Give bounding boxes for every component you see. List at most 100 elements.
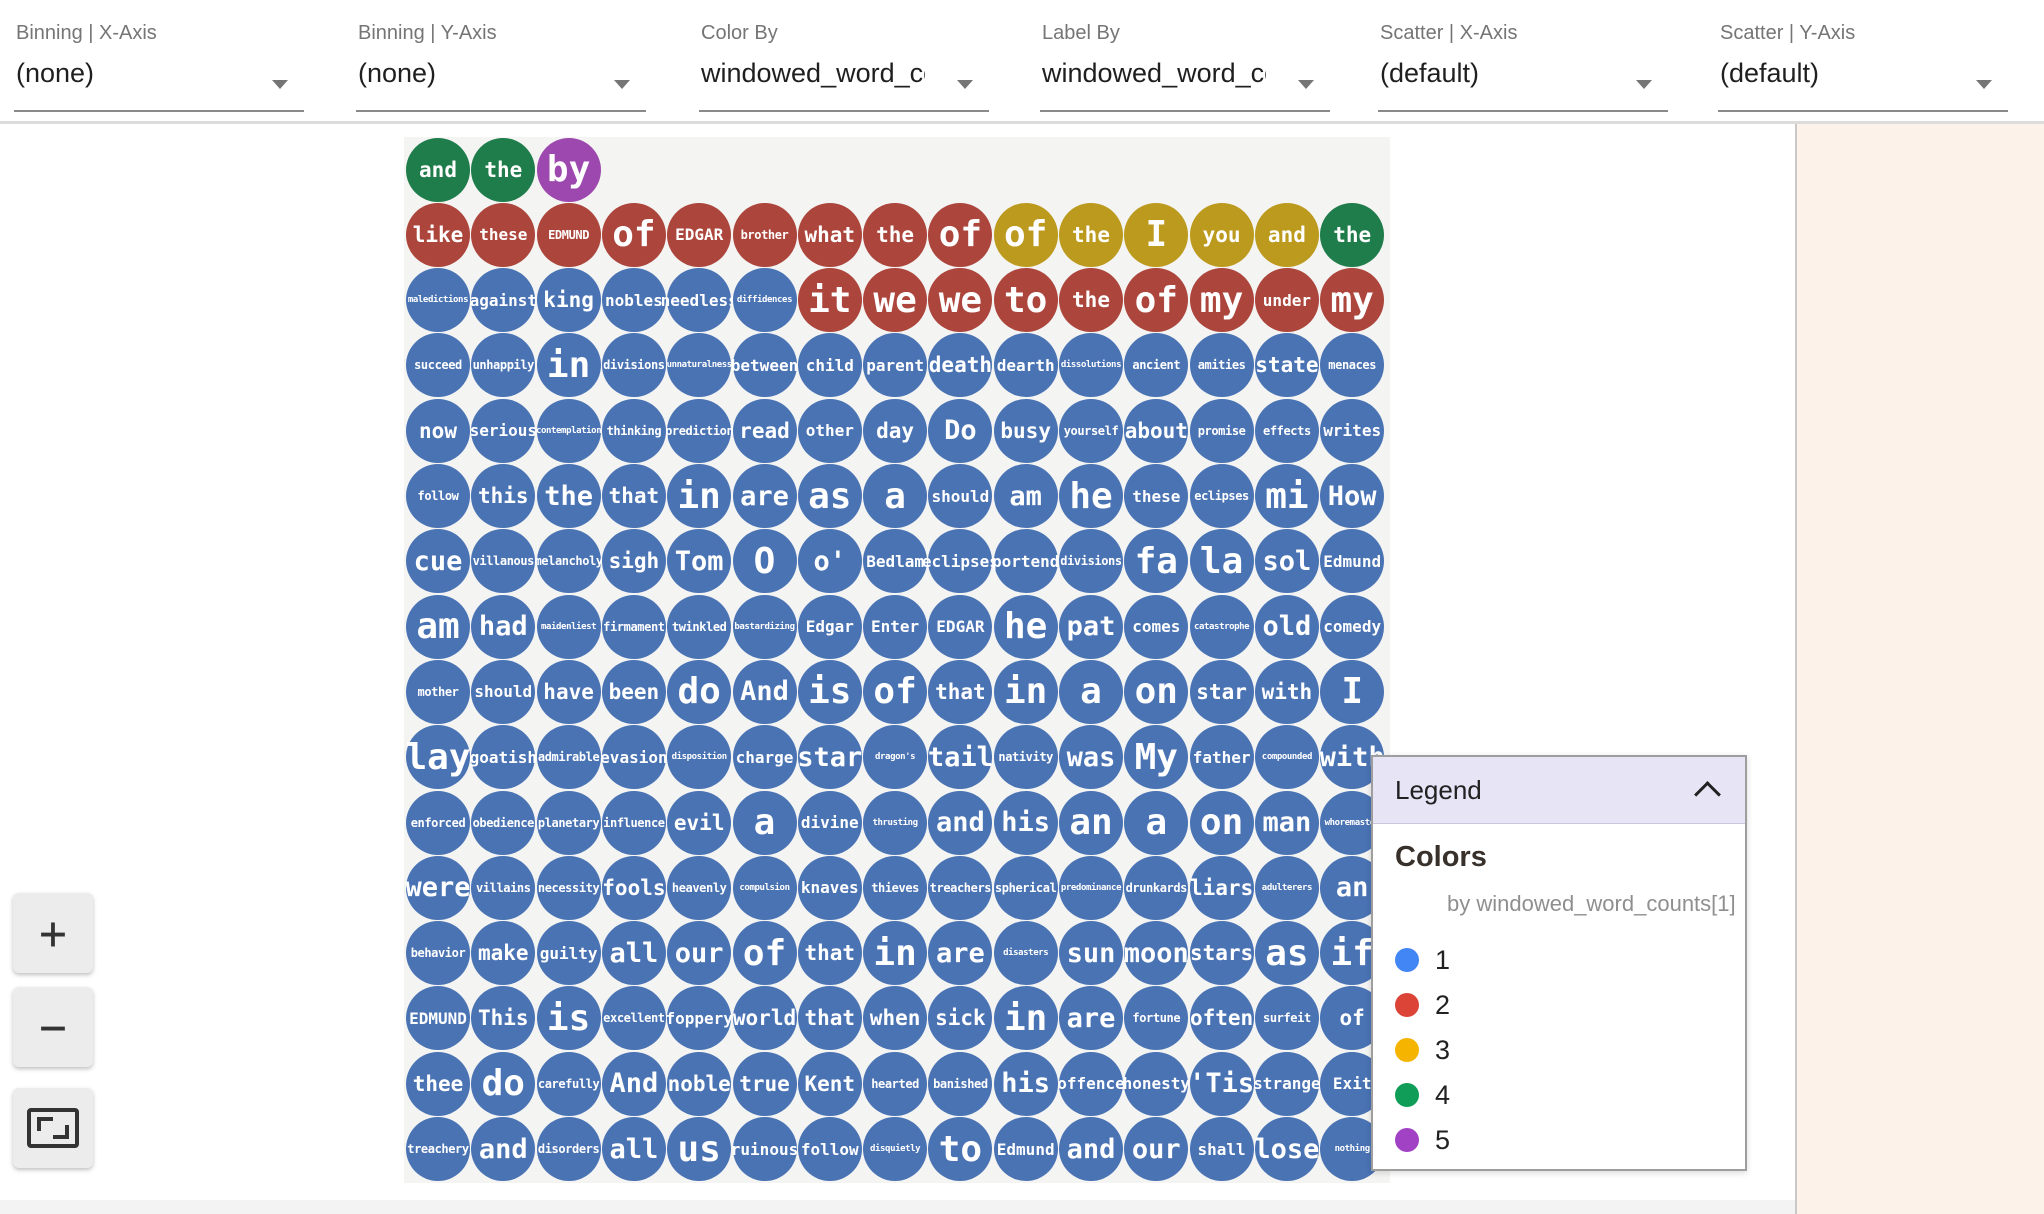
word-circle[interactable]: predominance: [1059, 855, 1123, 920]
word-circle[interactable]: diffidences: [732, 268, 797, 333]
word-circle[interactable]: catastrophe: [1189, 594, 1254, 659]
word-circle[interactable]: eclipses: [922, 529, 999, 594]
word-circle[interactable]: have: [536, 659, 601, 724]
word-circle[interactable]: the: [471, 137, 536, 202]
word-circle[interactable]: promise: [1189, 398, 1254, 463]
word-circle[interactable]: man: [1254, 790, 1319, 855]
word-circle[interactable]: to: [928, 1117, 993, 1181]
word-circle[interactable]: succeed: [406, 333, 470, 398]
word-circle[interactable]: strange: [1253, 1051, 1321, 1116]
word-circle[interactable]: a: [732, 790, 797, 855]
word-circle[interactable]: eclipses: [1189, 464, 1254, 528]
zoom-out-button[interactable]: −: [13, 987, 93, 1067]
legend-entry[interactable]: 5: [1395, 1123, 1450, 1157]
word-circle[interactable]: drunkards: [1124, 855, 1189, 920]
word-circle[interactable]: my: [1189, 268, 1254, 333]
dropdown-value[interactable]: (none): [358, 58, 437, 88]
word-circle[interactable]: writes: [1320, 398, 1385, 463]
chevron-up-icon[interactable]: [1694, 781, 1721, 808]
fit-to-screen-button[interactable]: [13, 1088, 93, 1168]
word-circle[interactable]: our: [667, 921, 732, 986]
word-circle[interactable]: stars: [1189, 921, 1254, 986]
word-circle[interactable]: portend: [992, 529, 1059, 594]
word-circle[interactable]: cue: [406, 529, 470, 594]
word-circle[interactable]: by: [536, 137, 601, 202]
word-circle[interactable]: in: [863, 921, 928, 986]
word-circle[interactable]: thee: [406, 1051, 470, 1116]
word-circle[interactable]: been: [601, 659, 666, 724]
word-circle[interactable]: disposition: [667, 725, 732, 790]
word-circle[interactable]: now: [406, 398, 470, 463]
word-circle[interactable]: Edgar: [797, 594, 862, 659]
word-circle[interactable]: comedy: [1320, 594, 1385, 659]
word-circle[interactable]: was: [1059, 725, 1123, 790]
word-circle[interactable]: and: [1059, 1117, 1123, 1181]
chevron-down-icon[interactable]: [614, 80, 630, 89]
word-circle[interactable]: a: [863, 464, 928, 528]
word-circle[interactable]: charge: [732, 725, 797, 790]
word-circle[interactable]: old: [1254, 594, 1319, 659]
word-circle[interactable]: unhappily: [471, 333, 536, 398]
word-circle[interactable]: on: [1189, 790, 1254, 855]
word-circle[interactable]: banished: [928, 1051, 993, 1116]
word-circle[interactable]: it: [797, 268, 862, 333]
word-circle[interactable]: sol: [1254, 529, 1319, 594]
word-circle[interactable]: of: [928, 202, 993, 267]
word-circle[interactable]: the: [536, 464, 601, 528]
word-circle[interactable]: divisions: [1059, 529, 1123, 594]
word-circle[interactable]: about: [1124, 398, 1189, 463]
word-circle[interactable]: EDMUND: [536, 202, 601, 267]
word-circle[interactable]: of: [993, 202, 1058, 267]
word-circle[interactable]: disasters: [993, 921, 1058, 986]
word-circle[interactable]: death: [928, 333, 993, 398]
word-circle[interactable]: spherical: [993, 855, 1058, 920]
word-circle[interactable]: adulterers: [1254, 855, 1319, 920]
word-circle[interactable]: enforced: [406, 790, 470, 855]
word-circle[interactable]: and: [1254, 202, 1319, 267]
word-circle[interactable]: excellent: [601, 986, 666, 1051]
word-circle[interactable]: read: [732, 398, 797, 463]
word-circle[interactable]: evasion: [600, 725, 668, 790]
word-circle[interactable]: compounded: [1254, 725, 1319, 790]
word-circle[interactable]: disorders: [536, 1117, 601, 1181]
word-circle[interactable]: as: [797, 464, 862, 528]
word-circle[interactable]: these: [471, 202, 536, 267]
word-circle[interactable]: and: [471, 1117, 536, 1181]
word-circle[interactable]: his: [993, 1051, 1058, 1116]
word-circle[interactable]: of: [1124, 268, 1189, 333]
word-circle[interactable]: treachery: [406, 1117, 470, 1181]
word-circle[interactable]: that: [928, 659, 993, 724]
word-circle[interactable]: influence: [601, 790, 666, 855]
word-circle[interactable]: do: [471, 1051, 536, 1116]
word-circle[interactable]: divisions: [601, 333, 666, 398]
word-circle[interactable]: the: [1059, 268, 1123, 333]
chevron-down-icon[interactable]: [1636, 80, 1652, 89]
word-circle[interactable]: hearted: [863, 1051, 928, 1116]
word-circle[interactable]: compulsion: [732, 855, 797, 920]
zoom-in-button[interactable]: +: [13, 893, 93, 973]
word-circle[interactable]: had: [471, 594, 536, 659]
word-circle[interactable]: he: [1059, 464, 1123, 528]
word-circle[interactable]: busy: [993, 398, 1058, 463]
word-circle[interactable]: of: [863, 659, 928, 724]
word-circle[interactable]: disquietly: [863, 1117, 928, 1181]
word-circle[interactable]: father: [1189, 725, 1254, 790]
word-circle[interactable]: to: [993, 268, 1058, 333]
word-circle[interactable]: world: [732, 986, 797, 1051]
word-circle[interactable]: should: [471, 659, 536, 724]
dropdown-value[interactable]: windowed_word_counts[1]: [1042, 58, 1266, 88]
word-circle[interactable]: shall: [1189, 1117, 1254, 1181]
word-circle[interactable]: are: [1059, 986, 1123, 1051]
word-circle[interactable]: contemplation: [536, 398, 602, 463]
legend-entry[interactable]: 1: [1395, 943, 1450, 977]
word-circle[interactable]: these: [1124, 464, 1189, 528]
word-circle[interactable]: this: [471, 464, 536, 528]
word-circle[interactable]: king: [536, 268, 601, 333]
word-circle[interactable]: Edmund: [993, 1117, 1058, 1181]
word-circle[interactable]: effects: [1254, 398, 1319, 463]
word-circle[interactable]: divine: [797, 790, 862, 855]
word-circle[interactable]: 'Tis: [1189, 1051, 1254, 1116]
word-circle[interactable]: comes: [1124, 594, 1189, 659]
word-circle[interactable]: were: [405, 855, 471, 920]
word-circle[interactable]: should: [928, 464, 993, 528]
